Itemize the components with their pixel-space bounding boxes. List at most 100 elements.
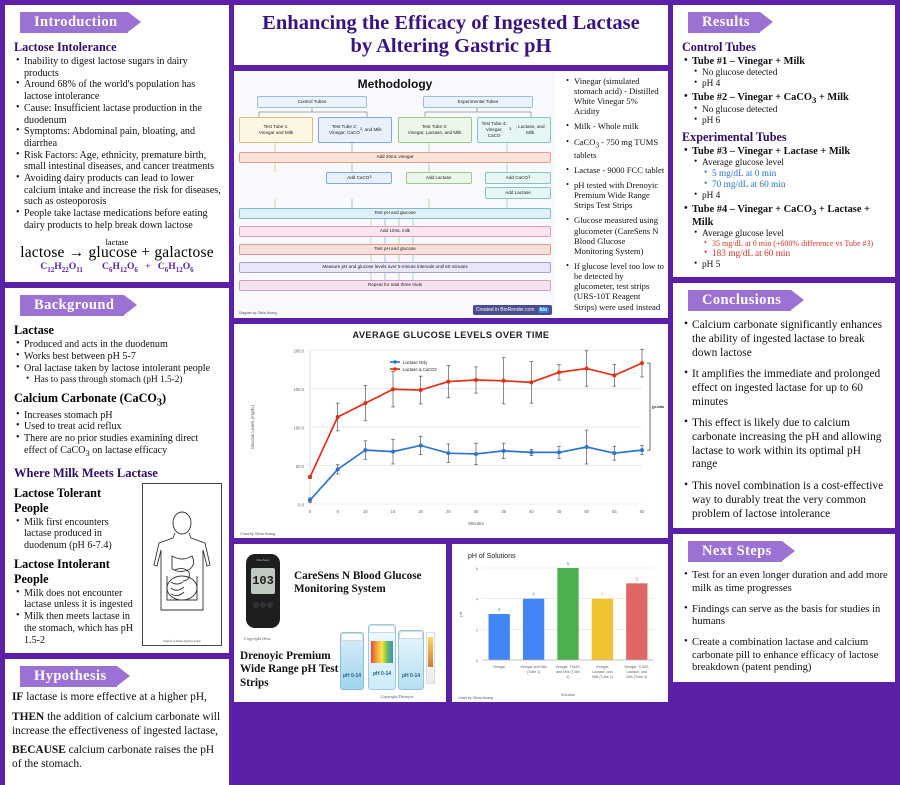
strip-pads-icon bbox=[428, 636, 433, 667]
list-item-sub: No glucose detected bbox=[694, 104, 888, 116]
hypothesis-banner: Hypothesis bbox=[20, 666, 130, 688]
step-connector-2 bbox=[274, 198, 508, 208]
glucose-chart-credit: Chart by Olivia Huang bbox=[240, 531, 276, 536]
list-item: Around 68% of the world's population has… bbox=[16, 78, 222, 102]
introduction-banner: Introduction bbox=[20, 12, 141, 33]
svg-text:Solution: Solution bbox=[561, 692, 575, 697]
svg-text:6: 6 bbox=[567, 561, 570, 566]
ph-color-chart-icon bbox=[371, 640, 393, 663]
list-item-sub: Average glucose level bbox=[694, 157, 888, 169]
svg-text:pH: pH bbox=[458, 611, 463, 616]
lactase-equation: lactase lactose → glucose + galactose C1… bbox=[12, 238, 222, 274]
glucometer-button-mid bbox=[260, 601, 266, 608]
svg-text:Vinegar,: Vinegar, bbox=[596, 665, 609, 669]
ph-strips-photo: pH 0-14 pH 0-14 pH 0-14 bbox=[338, 618, 442, 690]
list-item-ph: pH 5 bbox=[694, 259, 888, 271]
svg-text:pH of Solutions: pH of Solutions bbox=[468, 553, 516, 560]
add-lactase-step-tube3: Add Lactase bbox=[405, 171, 472, 184]
list-item-ph: pH 4 bbox=[694, 190, 888, 202]
glucometer-reading: 103 bbox=[252, 573, 274, 588]
glucometer-brand-label: CareSens bbox=[256, 557, 270, 562]
svg-text:Vinegar: Vinegar bbox=[493, 665, 506, 669]
test-ph-glucose-step-2: Test pH and glucose bbox=[239, 243, 551, 255]
list-item: pH tested with Drenoyic Premium Wide Ran… bbox=[566, 179, 665, 210]
svg-text:0: 0 bbox=[476, 658, 479, 663]
hypothesis-because: BECAUSE calcium carbonate raises the pH … bbox=[12, 744, 222, 771]
equation-main: lactose → glucose + galactose bbox=[20, 243, 214, 261]
glucometer-button-left bbox=[253, 601, 259, 608]
hypothesis-then-lead: THEN bbox=[12, 710, 45, 723]
hypothesis-if-lead: IF bbox=[12, 691, 24, 704]
title-line-1: Enhancing the Efficacy of Ingested Lacta… bbox=[262, 12, 640, 34]
background-banner-label: Background bbox=[34, 297, 115, 314]
svg-text:100.0: 100.0 bbox=[294, 425, 305, 430]
figure-caption: Diagram of human digestive system bbox=[163, 639, 201, 643]
list-item: People take lactase medications before e… bbox=[16, 207, 222, 231]
materials-list: Vinegar (simulated stomach acid) - Disti… bbox=[563, 72, 667, 317]
experimental-group-box: Experimental Tubes bbox=[423, 95, 533, 108]
list-item: Increases stomach pH bbox=[16, 409, 222, 422]
next-steps-banner: Next Steps bbox=[688, 541, 795, 563]
svg-text:2: 2 bbox=[476, 627, 479, 632]
control-tubes-head: Control Tubes bbox=[682, 40, 756, 54]
list-item-sub: pH 6 bbox=[694, 115, 888, 127]
svg-text:4: 4 bbox=[532, 591, 535, 596]
list-item: Cause: Insufficient lactase production i… bbox=[16, 102, 222, 126]
list-item: Vinegar (simulated stomach acid) - Disti… bbox=[566, 75, 665, 117]
list-item: Milk first encounters lactase produced i… bbox=[16, 516, 138, 552]
poster-title: Enhancing the Efficacy of Ingested Lacta… bbox=[234, 5, 668, 65]
list-item: CaCO3 - 750 mg TUMS tablets bbox=[566, 136, 665, 160]
right-column: Results Control Tubes Tube #1 – Vinegar … bbox=[673, 5, 895, 683]
hypothesis-section: Hypothesis IF lactase is more effective … bbox=[5, 659, 229, 785]
list-item: This effect is likely due to calcium car… bbox=[684, 416, 888, 472]
results-banner: Results bbox=[688, 12, 773, 33]
ph-strip-box-left: pH 0-14 bbox=[340, 631, 364, 690]
title-line-2: by Altering Gastric pH bbox=[350, 34, 552, 57]
list-item: If glucose level too low to be detected … bbox=[566, 260, 665, 312]
banner-arrow-icon bbox=[124, 295, 138, 316]
bottle-cap-icon bbox=[369, 624, 395, 633]
add-lactase-step-tube4: Add Lactase bbox=[484, 186, 551, 199]
list-item: Works best between pH 5-7 bbox=[16, 350, 222, 363]
results-section: Results Control Tubes Tube #1 – Vinegar … bbox=[673, 5, 895, 278]
svg-text:50: 50 bbox=[584, 509, 589, 514]
list-item-value: 35 mg/dL at 0 min (+600% difference vs T… bbox=[704, 238, 888, 248]
formula-product-1: C6H12O6 bbox=[102, 260, 138, 274]
poster-root: Introduction Lactose Intolerance Inabili… bbox=[0, 0, 900, 676]
list-item: Lactase - 9000 FCC tablet bbox=[566, 164, 665, 175]
ph-chart-credit: Chart by Olivia Huang bbox=[458, 695, 494, 700]
group-connector-lines bbox=[258, 107, 532, 117]
tube-down-arrows bbox=[274, 142, 508, 152]
list-item: Tube #2 – Vinegar + CaCO3 + Milk bbox=[684, 91, 888, 105]
list-item: Calcium carbonate significantly enhances… bbox=[684, 318, 888, 360]
svg-text:4: 4 bbox=[476, 596, 479, 601]
bottle-cap-icon bbox=[399, 630, 423, 639]
list-item: Milk then meets lactase in the stomach, … bbox=[16, 610, 138, 646]
methodology-content: Methodology Control Tubes Experimental T… bbox=[235, 71, 667, 317]
diagram-credit: Diagram by Olivia Huang bbox=[239, 310, 277, 315]
measure-step: Measure pH and glucose levels over 5-min… bbox=[239, 261, 551, 273]
formula-product-2: C6H12O6 bbox=[157, 260, 194, 274]
list-item: This novel combination is a cost-effecti… bbox=[684, 479, 888, 521]
svg-text:Glucose Levels (mg/dL): Glucose Levels (mg/dL) bbox=[250, 404, 255, 449]
background-lactase-list: Produced and acts in the duodenum Works … bbox=[16, 338, 222, 385]
list-item: There are no prior studies examining dir… bbox=[16, 432, 222, 458]
banner-arrow-icon bbox=[791, 290, 805, 311]
svg-text:(p-value=0.014): (p-value=0.014) bbox=[652, 404, 664, 409]
list-item: Tube #3 – Vinegar + Lactase + Milk bbox=[684, 145, 888, 158]
hypothesis-if: IF lactase is more effective at a higher… bbox=[12, 691, 222, 705]
left-column: Introduction Lactose Intolerance Inabili… bbox=[5, 5, 229, 785]
hypothesis-if-text: lactase is more effective at a higher pH… bbox=[23, 691, 207, 704]
next-steps-section: Next Steps Test for an even longer durat… bbox=[673, 534, 895, 683]
list-item: Create a combination lactase and calcium… bbox=[684, 636, 888, 675]
next-steps-banner-label: Next Steps bbox=[702, 543, 772, 560]
experimental-tubes-head: Experimental Tubes bbox=[682, 130, 787, 145]
formula-substrate: C12H22O11 bbox=[40, 260, 83, 274]
svg-text:0.0: 0.0 bbox=[298, 502, 304, 507]
list-item: Tube #1 – Vinegar + Milk bbox=[684, 55, 888, 68]
introduction-section: Introduction Lactose Intolerance Inabili… bbox=[5, 5, 229, 283]
add-milk-step: Add 10mL milk bbox=[239, 225, 551, 237]
